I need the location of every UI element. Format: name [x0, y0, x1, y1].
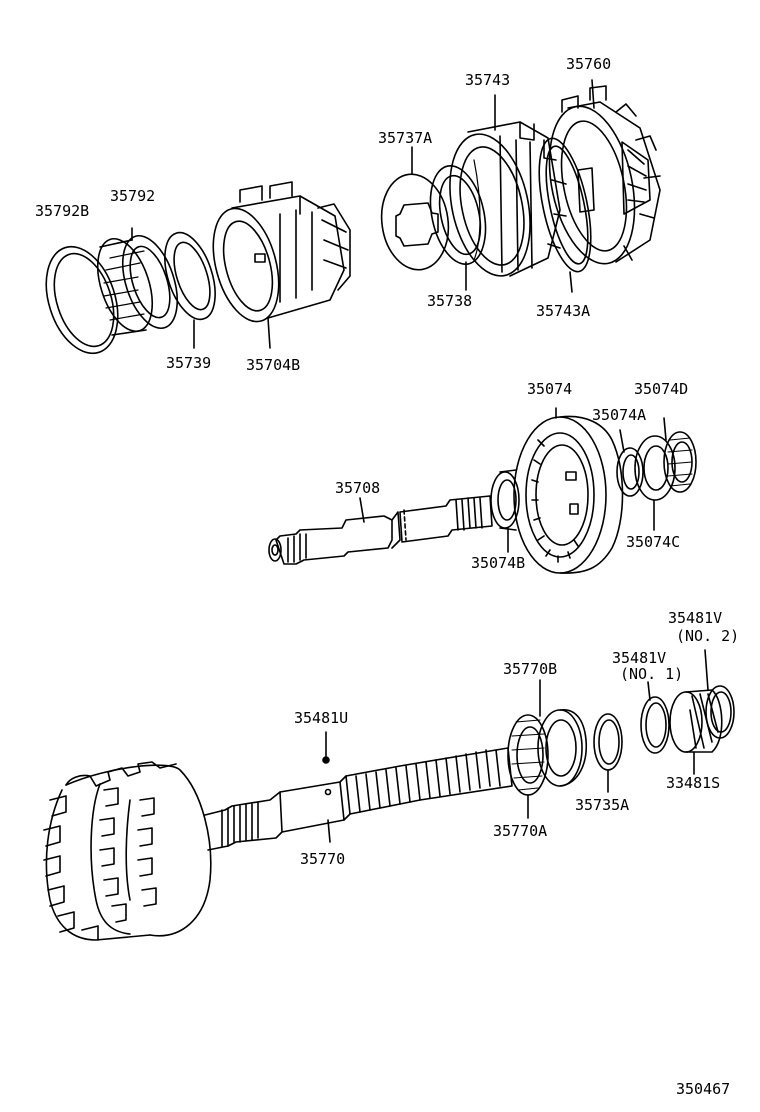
part-35760-carrier [536, 80, 660, 272]
label-33481s: 33481S [666, 774, 721, 792]
label-35735a: 35735A [575, 796, 630, 814]
label-35792: 35792 [110, 187, 156, 205]
part-35737a-washer [376, 147, 455, 274]
part-35743a-ring [529, 134, 600, 292]
part-35792b-snap-ring [34, 237, 131, 362]
label-35743: 35743 [465, 71, 511, 89]
part-35743-hub [438, 95, 566, 283]
label-35074: 35074 [527, 380, 573, 398]
part-35738-plate [422, 161, 494, 290]
part-35481v-no2-ring [705, 650, 734, 738]
label-35760: 35760 [566, 55, 612, 73]
part-35074c-washer [635, 436, 675, 530]
part-35481v-no1-ring [641, 682, 669, 753]
part-35074a-ring [617, 430, 643, 496]
label-35074b: 35074B [471, 554, 526, 572]
label-35074c: 35074C [626, 533, 681, 551]
part-35792-bearing [87, 228, 187, 338]
label-35481u: 35481U [294, 709, 349, 727]
label-35481v-no1: 35481V [612, 649, 667, 667]
part-35074-ring-gear [514, 408, 623, 573]
part-33481s-drive-gear [670, 690, 722, 774]
label-35704b: 35704B [246, 356, 301, 374]
part-35074d-bearing [664, 418, 696, 492]
part-35704b-drum [202, 182, 350, 348]
label-35743a: 35743A [536, 302, 591, 320]
label-35074a: 35074A [592, 406, 647, 424]
part-35735a-ring [594, 714, 622, 792]
figure-number: 350467 [676, 1080, 731, 1098]
part-35770b-washer [538, 680, 586, 786]
label-35708: 35708 [335, 479, 381, 497]
label-35738: 35738 [427, 292, 473, 310]
part-35074b-bearing [491, 470, 519, 552]
label-35737a: 35737A [378, 129, 433, 147]
part-35739-washer [155, 226, 225, 348]
label-35792b: 35792B [35, 202, 90, 220]
label-35770a: 35770A [493, 822, 548, 840]
part-35770a-bearing [508, 715, 548, 818]
label-35481v-no2: 35481V [668, 609, 723, 627]
label-35770b: 35770B [503, 660, 558, 678]
label-35481v-no2-note: (NO. 2) [676, 627, 740, 645]
label-35481v-no1-note: (NO. 1) [620, 665, 684, 683]
label-35770: 35770 [300, 850, 346, 868]
label-35074d: 35074D [634, 380, 689, 398]
label-35739: 35739 [166, 354, 212, 372]
part-35481u-ball [323, 732, 329, 763]
part-35708-shaft [269, 496, 492, 564]
part-35770-drum-shaft [44, 748, 512, 940]
